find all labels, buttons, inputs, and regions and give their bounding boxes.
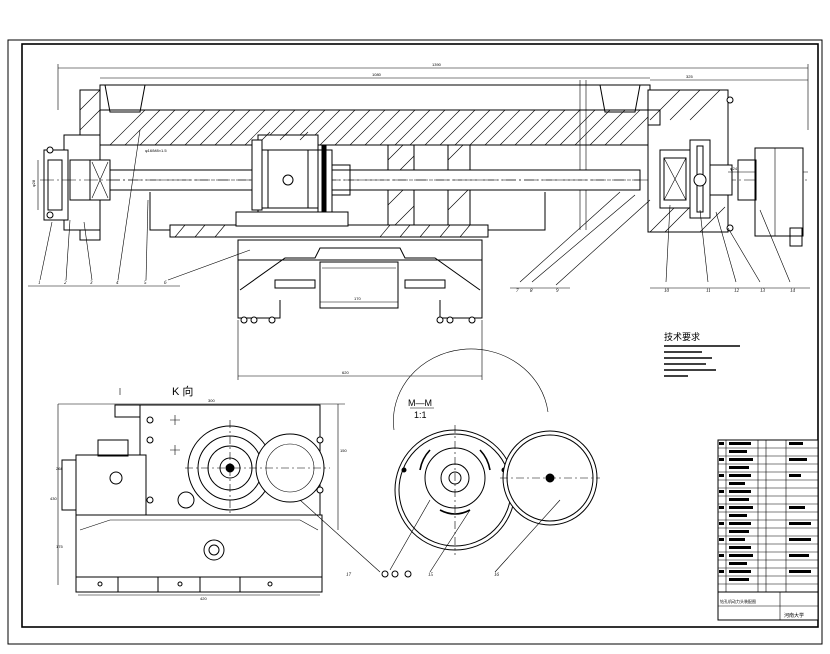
parts-list-table: 钻孔机动力头装配图 河南大学 bbox=[717, 439, 819, 621]
k-view: K 向 300 430 150 420 bbox=[50, 384, 347, 601]
part-label: 8 bbox=[530, 289, 533, 294]
technical-requirements: 技术要求 bbox=[664, 331, 740, 377]
part-label: 13 bbox=[760, 289, 766, 294]
drawing-frame bbox=[7, 39, 823, 645]
section-part-label: 16 bbox=[494, 573, 500, 578]
dim-k-side-b: 175 bbox=[56, 544, 63, 549]
part-label: 4 bbox=[116, 281, 119, 286]
title-drawing-name: 钻孔机动力头装配图 bbox=[720, 598, 756, 604]
part-label: 6 bbox=[164, 281, 167, 286]
dim-k-side-a: 268 bbox=[56, 466, 63, 471]
dim-left: φ28 bbox=[31, 179, 36, 187]
shaft-note: φ16/M8×1.5 bbox=[145, 148, 167, 153]
part-label: 9 bbox=[556, 289, 559, 294]
dim-right: φ24 bbox=[730, 166, 738, 171]
main-assembly-view: 1390 1080 325 bbox=[31, 62, 810, 380]
part-label: 11 bbox=[706, 289, 711, 294]
dim-upper: 1080 bbox=[372, 72, 382, 77]
part-label: 1 bbox=[38, 281, 41, 286]
dim-k-bottom: 420 bbox=[200, 596, 207, 601]
dim-right-top: 325 bbox=[686, 74, 693, 79]
dim-k-right: 150 bbox=[340, 448, 347, 453]
section-label: M—M bbox=[408, 398, 432, 408]
section-scale: 1:1 bbox=[414, 410, 427, 420]
dim-k-left: 430 bbox=[50, 496, 57, 501]
section-part-label: 15 bbox=[428, 573, 434, 578]
part-callouts-top bbox=[28, 129, 810, 289]
part-number-labels: 1 2 3 4 5 6 7 8 9 10 11 12 13 14 bbox=[38, 281, 796, 294]
part-label: 7 bbox=[516, 289, 519, 294]
title-school: 河南大学 bbox=[784, 612, 804, 619]
dim-overall: 1390 bbox=[432, 62, 442, 67]
section-part-label: 17 bbox=[346, 573, 352, 578]
k-view-label: K 向 bbox=[172, 384, 193, 398]
part-label: 2 bbox=[64, 281, 67, 286]
dim-k-top: 300 bbox=[208, 398, 215, 403]
tech-req-title: 技术要求 bbox=[664, 331, 700, 342]
dim-base: 620 bbox=[342, 370, 349, 375]
part-label: 3 bbox=[90, 281, 93, 286]
part-label: 12 bbox=[734, 289, 740, 294]
part-label: 5 bbox=[144, 281, 147, 286]
dim-center-width: 170 bbox=[354, 296, 361, 301]
part-label: 10 bbox=[664, 289, 670, 294]
part-label: 14 bbox=[790, 289, 796, 294]
section-m-m: M—M 1:1 15 16 17 bbox=[299, 348, 600, 578]
